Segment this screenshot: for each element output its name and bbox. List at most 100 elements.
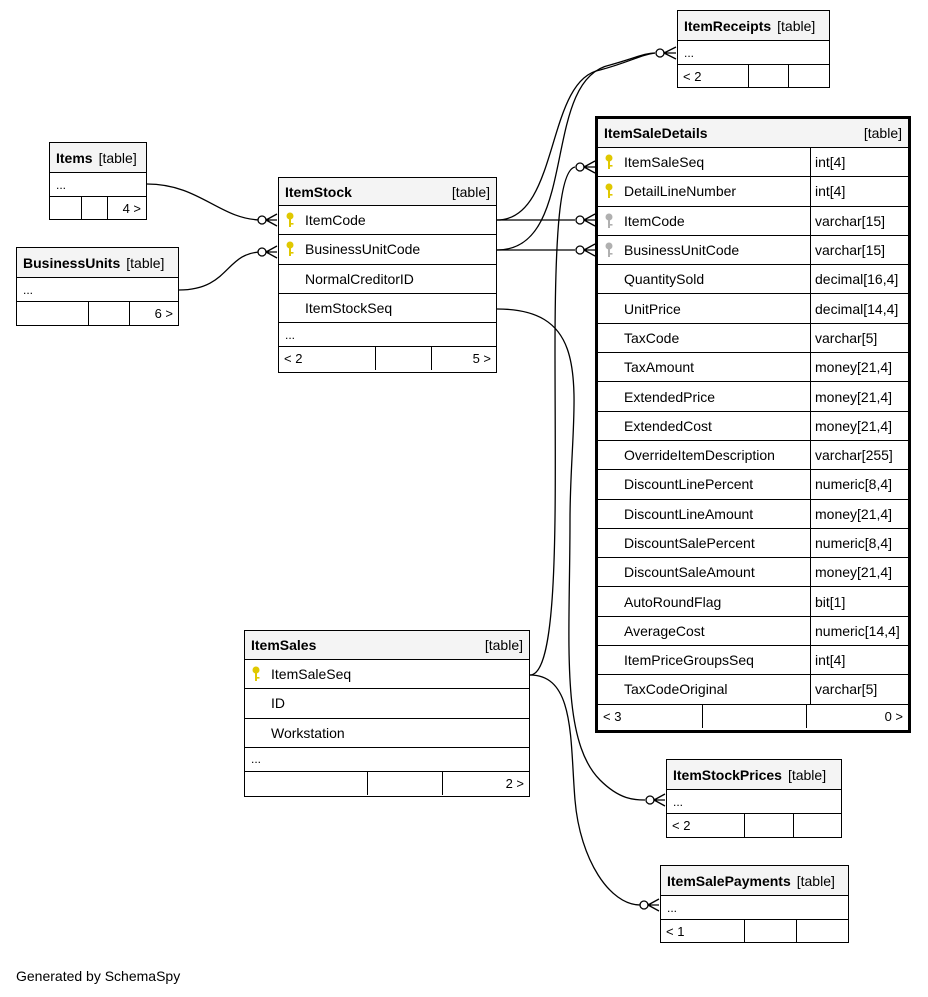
footer-mid [87,302,129,325]
column-name: DetailLineNumber [624,183,737,200]
ellipsis-row: ... [279,323,496,348]
footer-left[interactable]: < 1 [666,924,685,939]
footer-right [796,920,848,943]
column-type: bit[1] [810,587,908,616]
footer-mid [367,771,442,795]
ellipsis-row: ... [17,278,178,302]
column-row[interactable]: OverrideItemDescription varchar[255] [598,440,908,471]
ellipsis-row: ... [50,173,146,197]
column-row[interactable]: DiscountLineAmount money[21,4] [598,499,908,529]
column-name: DiscountLineAmount [624,505,754,522]
column-type: money[21,4] [810,411,908,440]
column-name: QuantitySold [624,271,705,288]
column-type: int[4] [810,177,908,206]
column-name: TaxCode [624,329,680,346]
footer-mid [747,65,789,88]
column-type: varchar[255] [810,440,908,470]
rel-businessunits-itemstock [178,251,263,291]
column-name: OverrideItemDescription [624,447,775,464]
column-name: NormalCreditorID [305,270,414,287]
column-name: ItemCode [305,212,366,229]
table-tag: [table] [787,766,827,783]
footer-right[interactable]: 2 > [442,771,529,795]
footer-left[interactable]: < 3 [603,708,622,724]
table-items[interactable]: Items[table] ... 4 > [49,142,147,220]
column-row[interactable]: TaxCode varchar[5] [598,323,908,354]
column-row[interactable]: Workstation [245,719,529,748]
table-name: ItemSales [251,637,317,653]
ellipsis-row: ... [245,748,529,772]
table-name: BusinessUnits [23,254,121,271]
rel-itemsales-itemsalepayments [529,674,641,906]
column-row[interactable]: ItemCode [279,206,496,236]
primary-key-icon [285,212,305,228]
column-type: varchar[15] [810,206,908,235]
column-name: ItemCode [624,212,685,229]
column-type: numeric[8,4] [810,470,908,499]
column-type: money[21,4] [810,499,908,528]
column-name: TaxCodeOriginal [624,681,728,698]
table-tag: [table] [796,872,835,889]
column-type: int[4] [810,646,908,675]
table-businessunits[interactable]: BusinessUnits[table] ... 6 > [16,247,179,326]
column-row[interactable]: AutoRoundFlag bit[1] [598,587,908,617]
column-row[interactable]: DetailLineNumber int[4] [598,177,908,207]
footer-left[interactable]: < 2 [284,351,303,367]
table-itemstockprices[interactable]: ItemStockPrices [table] ... < 2 [666,759,842,838]
column-type: varchar[15] [810,235,908,265]
rel-itemstock-itemstockprices [496,308,646,801]
footer-left[interactable]: < 2 [683,69,702,84]
footer-left [17,302,88,325]
column-name: AutoRoundFlag [624,593,722,610]
ellipsis-row: ... [678,41,829,65]
column-name: TaxAmount [624,359,695,376]
footer-left [50,197,81,220]
generated-by-credit: Generated by SchemaSpy [16,968,181,984]
table-footer: 4 > [50,197,146,220]
footer-right[interactable]: 6 > [129,302,178,325]
footer-right[interactable]: 4 > [107,197,146,220]
table-footer: < 3 0 > [598,704,908,728]
column-row[interactable]: NormalCreditorID [279,265,496,294]
table-name: Items [56,149,93,166]
column-type: int[4] [810,148,908,177]
table-itemsalepayments[interactable]: ItemSalePayments[table] ... < 1 [660,865,849,943]
ellipsis-row: ... [667,790,841,814]
column-row[interactable]: ID [245,689,529,719]
table-footer: < 2 5 > [279,347,496,371]
table-name: ItemSalePayments [667,872,791,889]
column-type: money[21,4] [810,353,908,382]
footer-right [788,65,829,88]
column-row[interactable]: ItemStockSeq [279,294,496,324]
column-type: numeric[8,4] [810,528,908,558]
table-tag: [table] [451,183,490,200]
table-itemsales[interactable]: ItemSales [table] ItemSaleSeq ID Worksta… [244,630,530,797]
footer-left[interactable]: < 2 [672,818,691,833]
column-name: UnitPrice [624,300,681,317]
column-name: ItemStockSeq [305,300,393,317]
column-type: varchar[5] [810,323,908,353]
column-row[interactable]: BusinessUnitCode [279,235,496,265]
column-row[interactable]: TaxAmount money[21,4] [598,353,908,383]
footer-left [245,772,367,795]
table-itemreceipts[interactable]: ItemReceipts[table] ... < 2 [677,10,830,88]
table-itemstock[interactable]: ItemStock [table] ItemCode BusinessUnitC… [278,177,497,373]
column-row[interactable]: ItemCode varchar[15] [598,206,908,236]
column-row[interactable]: ItemSaleSeq [245,660,529,690]
table-name: ItemStockPrices [673,766,782,783]
column-type: numeric[14,4] [810,616,908,646]
footer-right[interactable]: 5 > [430,347,496,371]
